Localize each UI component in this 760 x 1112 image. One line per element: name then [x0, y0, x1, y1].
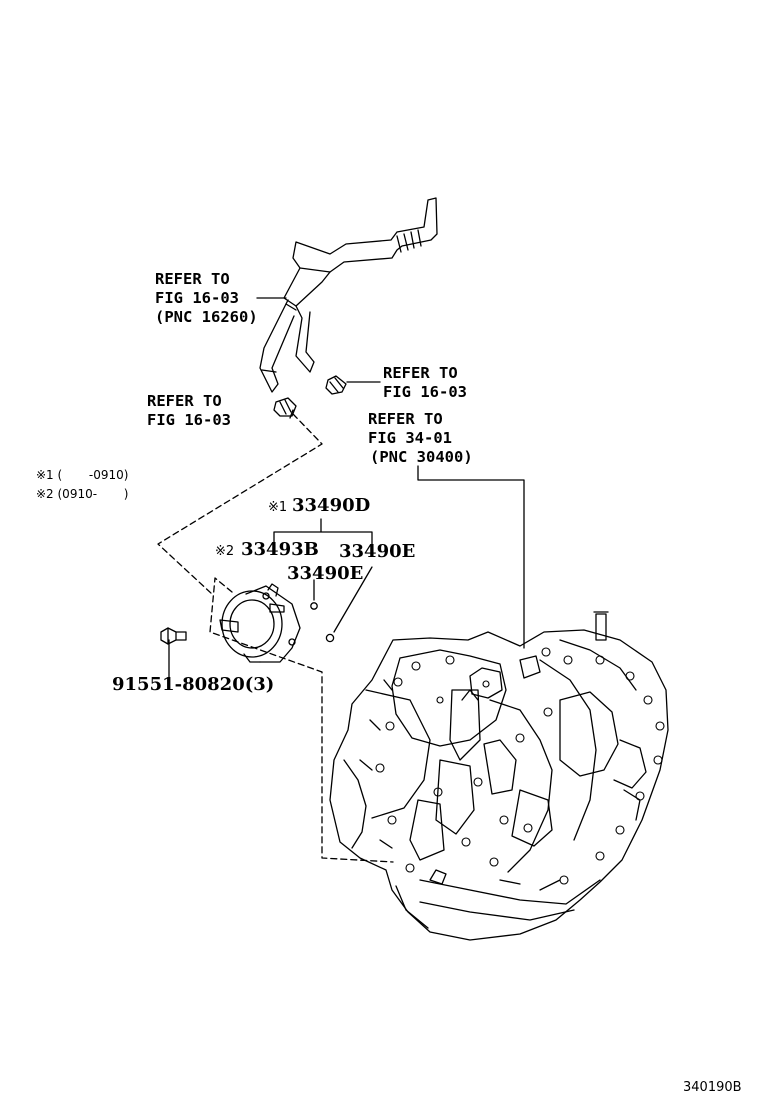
part-number-33493B: 33493B [241, 539, 319, 560]
fig-reference: FIG 34-01 [368, 429, 452, 447]
part-number-33490E: 33490E [339, 541, 416, 562]
hose-assembly [259, 197, 438, 393]
oil-cooler [219, 583, 301, 663]
marker-2: ※2 [215, 544, 235, 559]
part-number-33490D: 33490D [292, 495, 371, 516]
o-ring [325, 633, 335, 643]
hose-clip-left [273, 397, 297, 417]
fig-reference: FIG 16-03 [147, 411, 231, 429]
fig-reference: FIG 16-03 [383, 383, 467, 401]
fig-reference: FIG 16-03 [155, 289, 239, 307]
figure-code: 340190B [683, 1080, 742, 1095]
marker-1: ※1 [268, 500, 288, 515]
refer-label: REFER TO [368, 410, 443, 428]
refer-label: REFER TO [383, 364, 458, 382]
pnc-reference: (PNC 16260) [155, 308, 258, 326]
transaxle-assembly [329, 611, 669, 941]
part-number-91551-80820: 91551-80820(3) [112, 674, 275, 695]
part-number-33490E: 33490E [287, 563, 364, 584]
refer-label: REFER TO [147, 392, 222, 410]
refer-label: REFER TO [155, 270, 230, 288]
pnc-reference: (PNC 30400) [370, 448, 473, 466]
bolt [160, 627, 187, 645]
footnote-1: ※1 ( -0910) [36, 468, 129, 482]
footnote-2: ※2 (0910- ) [36, 487, 129, 501]
o-ring-small [310, 602, 318, 610]
hose-clip-right [325, 375, 347, 395]
